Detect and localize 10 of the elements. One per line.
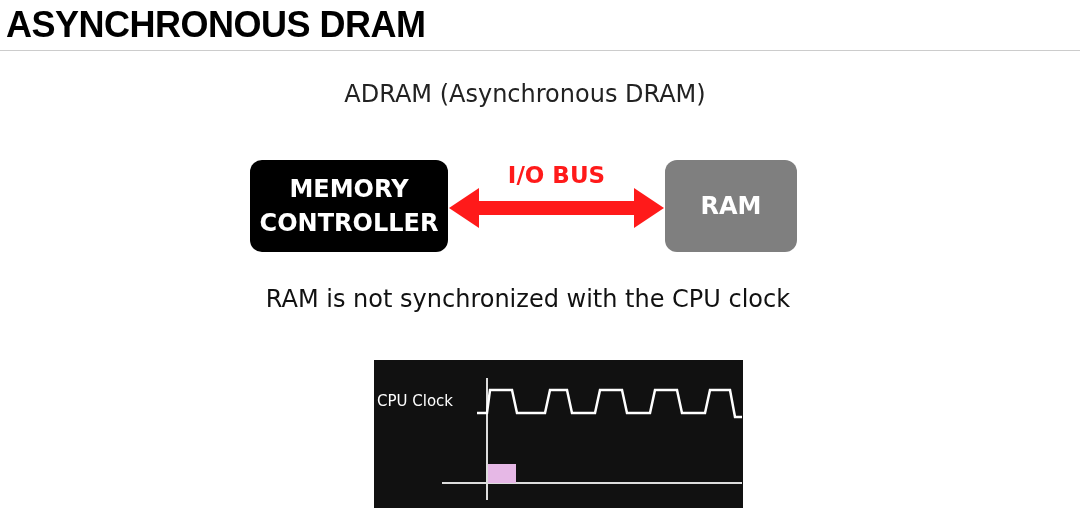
process-box	[665, 160, 797, 252]
signal-label: CPU Clock	[377, 392, 454, 410]
caption: RAM is not synchronized with the CPU clock	[264, 285, 792, 313]
process-box	[250, 160, 448, 252]
double-arrow	[449, 188, 664, 228]
subtitle: ADRAM (Asynchronous DRAM)	[343, 80, 707, 108]
node-text: RAM	[700, 191, 762, 222]
edge-label: I/O BUS	[506, 162, 607, 188]
node-text: MEMORY CONTROLLER	[258, 174, 440, 239]
title: ASYNCHRONOUS DRAM	[6, 4, 426, 46]
